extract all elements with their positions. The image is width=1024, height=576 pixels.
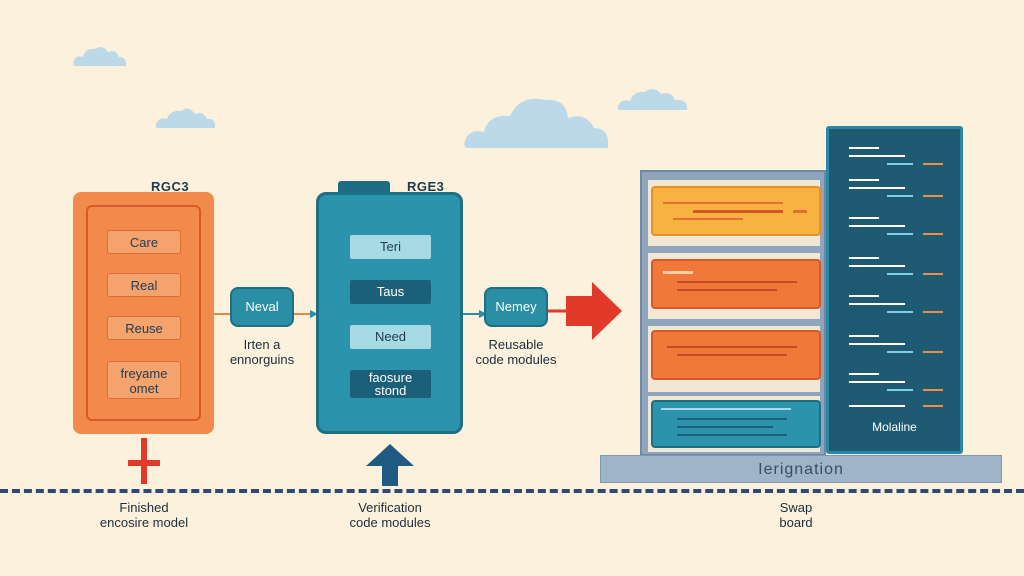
left-module-frame bbox=[86, 205, 201, 421]
neval-box[interactable]: Neval bbox=[230, 287, 294, 327]
rack-drawer[interactable] bbox=[651, 330, 821, 380]
server-tower bbox=[826, 126, 963, 454]
left-module-title: RGC3 bbox=[151, 179, 190, 194]
rack-drawer[interactable] bbox=[651, 400, 821, 448]
middle-module-title: RGE3 bbox=[407, 179, 445, 194]
cloud-icon bbox=[72, 44, 128, 68]
middle-module-tab bbox=[338, 181, 390, 193]
rack-base: Ierignation bbox=[600, 455, 1002, 483]
real-button[interactable]: Real bbox=[107, 273, 181, 297]
middle-module-caption: Verification code modules bbox=[349, 500, 431, 530]
dashed-baseline bbox=[0, 489, 1024, 493]
freyame-button[interactable]: freyame omet bbox=[107, 361, 181, 399]
need-button[interactable]: Need bbox=[350, 325, 431, 349]
right-arrow-icon bbox=[548, 282, 622, 345]
right-module-caption: Swap board bbox=[779, 500, 813, 530]
nemey-box[interactable]: Nemey bbox=[484, 287, 548, 327]
connector-1-caption: Irten a ennorguins bbox=[229, 337, 295, 367]
up-arrow-icon bbox=[366, 444, 414, 491]
reuse-button[interactable]: Reuse bbox=[107, 316, 181, 340]
care-button[interactable]: Care bbox=[107, 230, 181, 254]
faosure-button[interactable]: faosure stond bbox=[350, 370, 431, 398]
teri-button[interactable]: Teri bbox=[350, 235, 431, 259]
rack-drawer[interactable] bbox=[651, 186, 821, 236]
cloud-icon bbox=[462, 94, 612, 150]
connector-line bbox=[463, 306, 487, 324]
cloud-icon bbox=[154, 104, 218, 130]
left-module-caption: Finished encosire model bbox=[99, 500, 189, 530]
tower-label: Molaline bbox=[872, 420, 917, 434]
plus-icon bbox=[128, 438, 160, 489]
connector-2-caption: Reusable code modules bbox=[475, 337, 557, 367]
taus-button[interactable]: Taus bbox=[350, 280, 431, 304]
rack-drawer[interactable] bbox=[651, 259, 821, 309]
cloud-icon bbox=[616, 84, 690, 112]
